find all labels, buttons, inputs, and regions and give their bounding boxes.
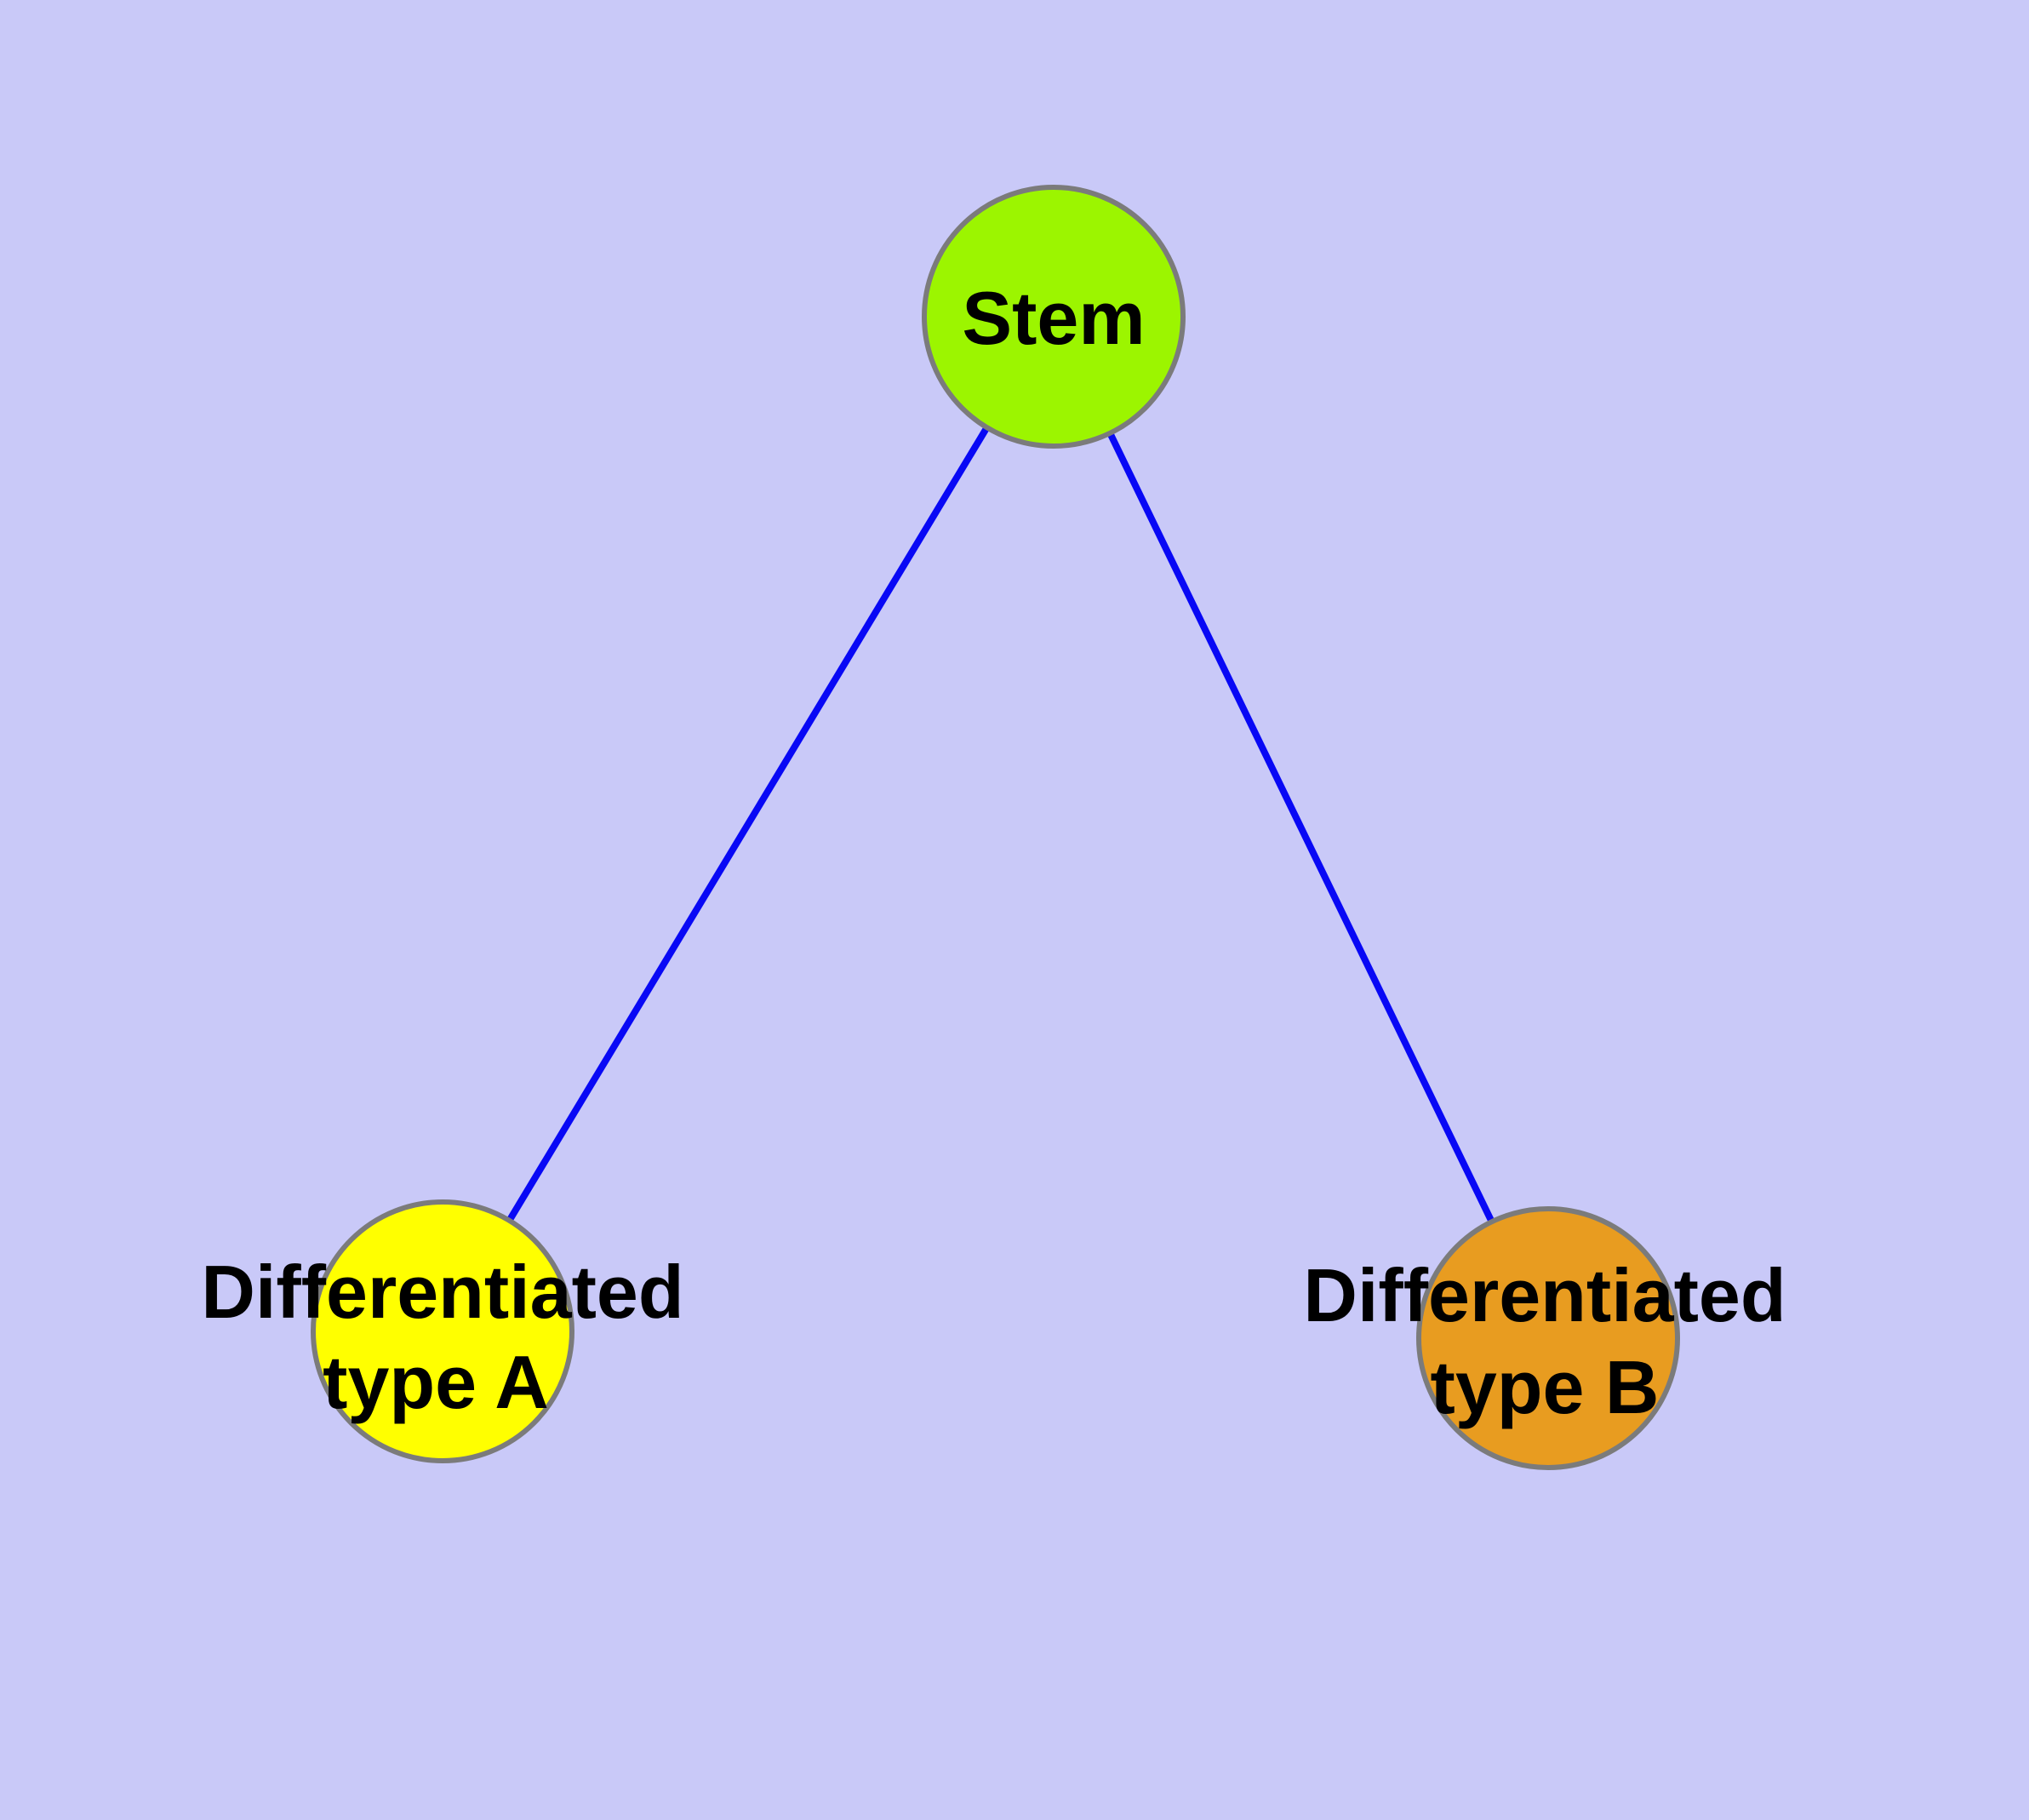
type-a-node-circle (311, 1199, 574, 1463)
edge-group (439, 314, 1552, 1340)
type-b-node-label-line1: Differentiated (1303, 1253, 1786, 1337)
type-a-node-label-line1: Differentiated (201, 1250, 683, 1334)
node-differentiated-type-a: Differentiated type A (201, 1199, 684, 1463)
stem-node-label: Stem (962, 276, 1145, 360)
edge-stem-to-type-a (439, 314, 1057, 1334)
type-b-node-circle (1416, 1206, 1680, 1470)
type-a-node-label-line2: type A (323, 1340, 549, 1424)
edge-stem-to-type-b (1050, 315, 1552, 1340)
node-stem: Stem (922, 185, 1186, 449)
type-b-node-label-line2: type B (1431, 1345, 1660, 1429)
node-differentiated-type-b: Differentiated type B (1303, 1206, 1786, 1470)
stem-node-circle (922, 185, 1186, 449)
